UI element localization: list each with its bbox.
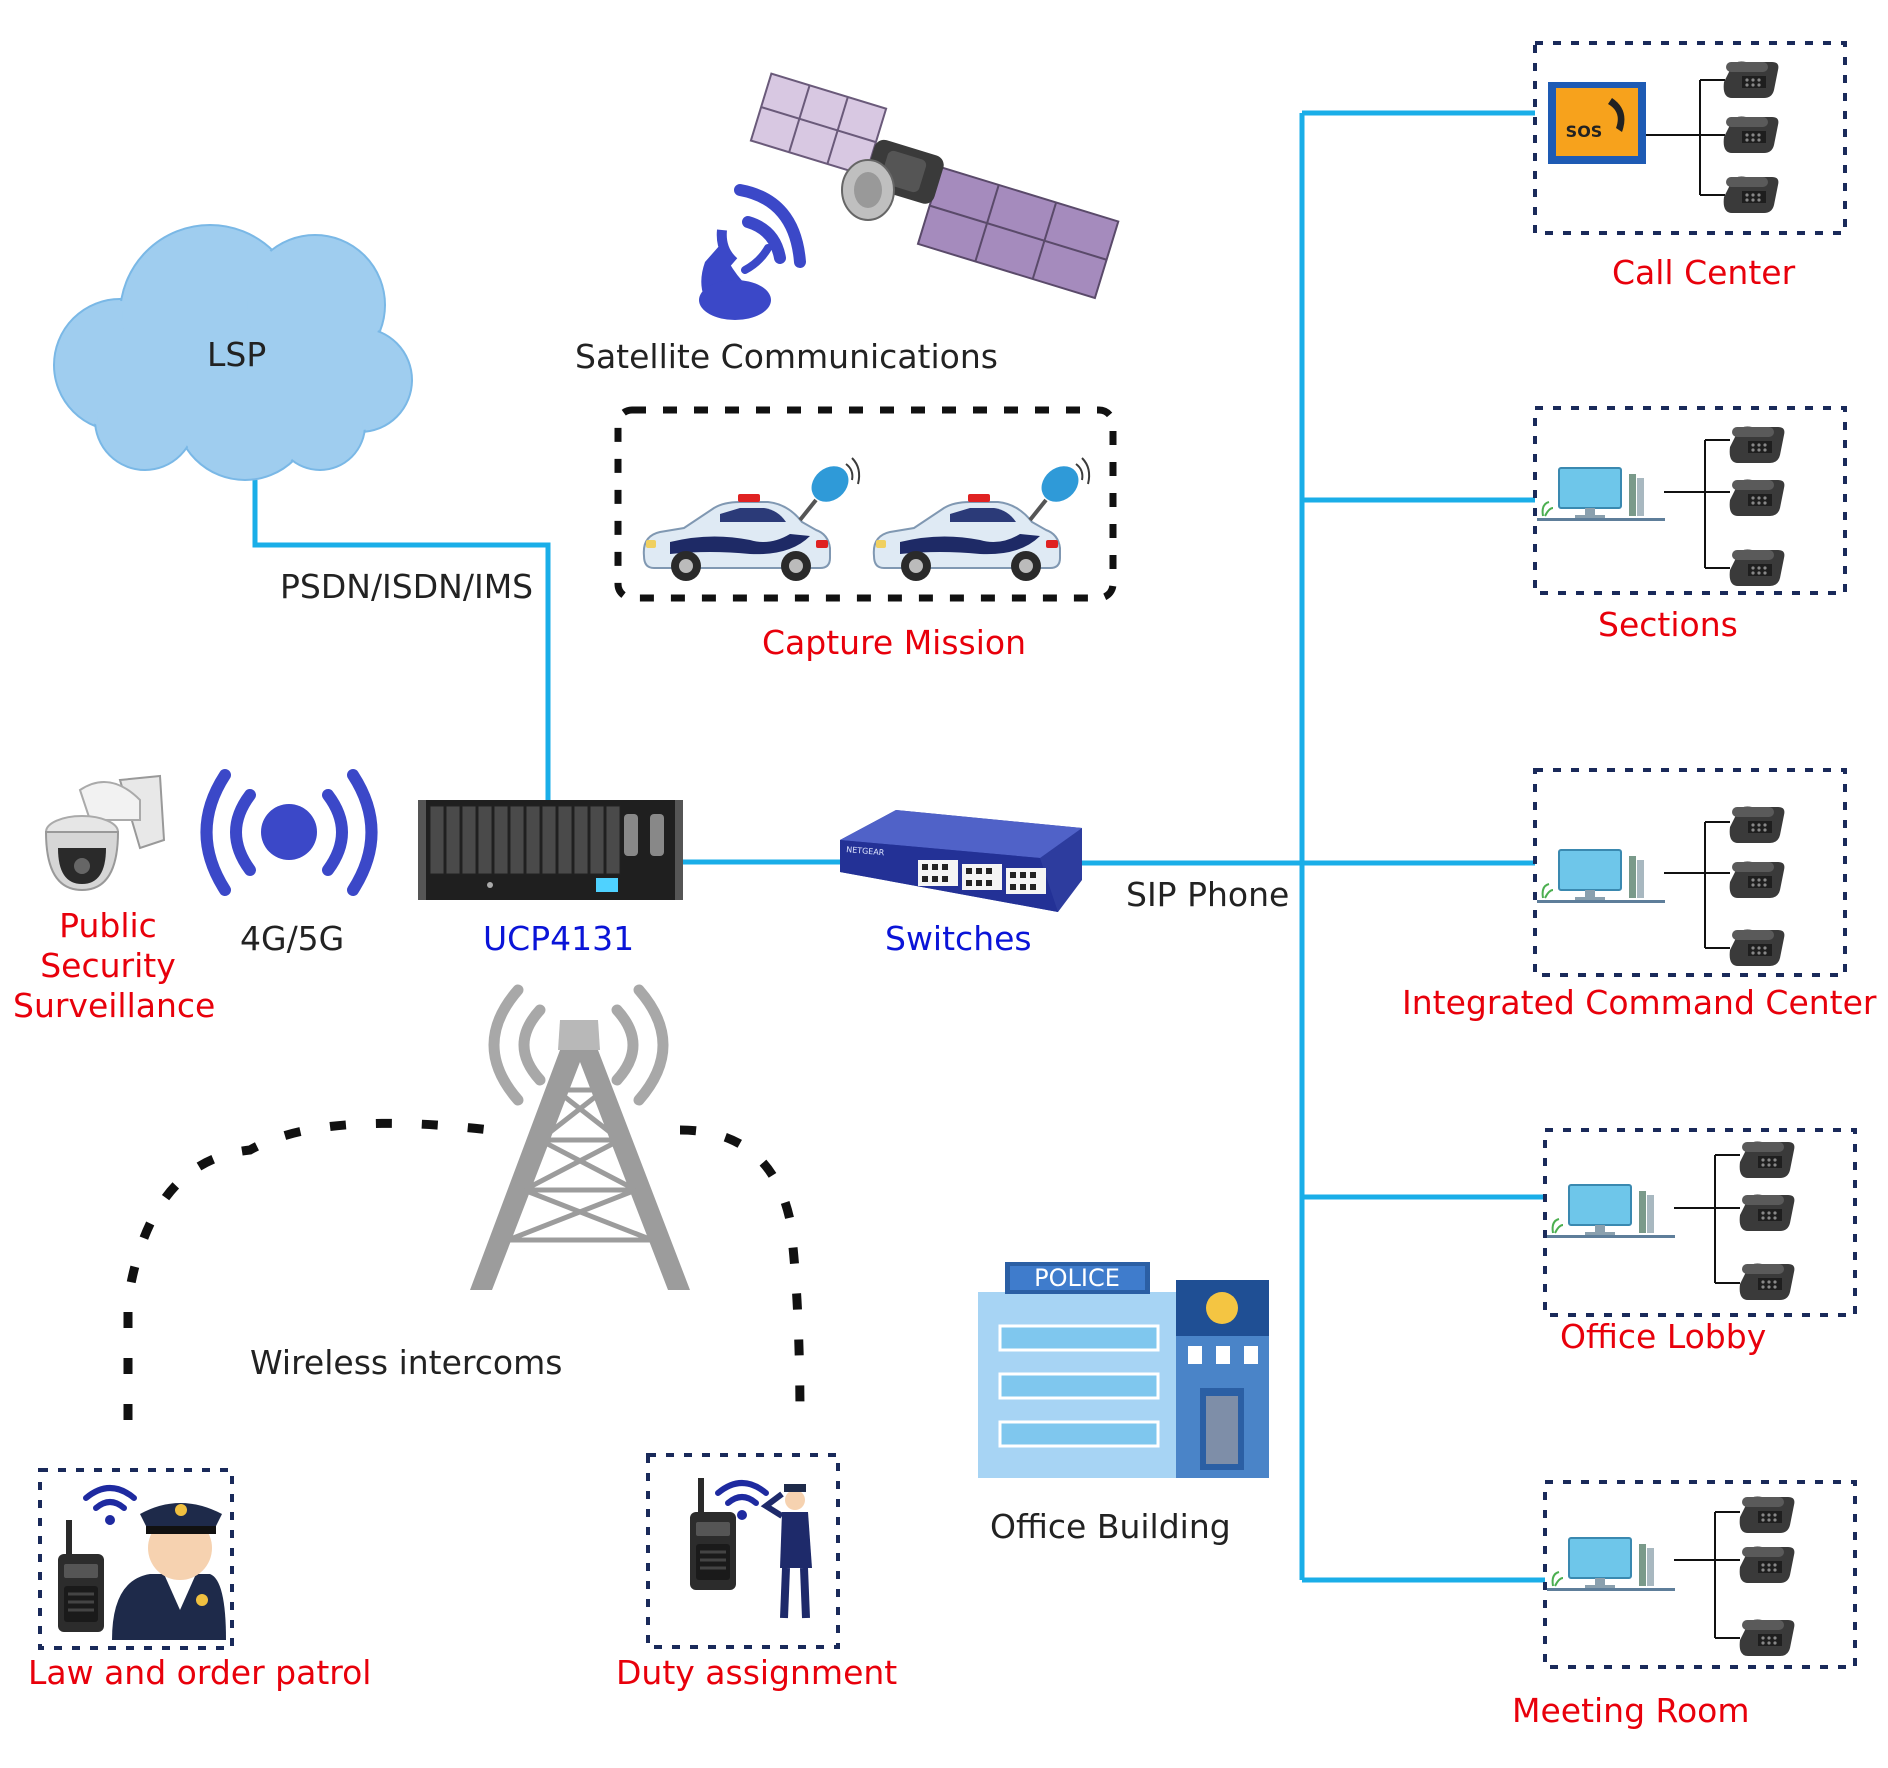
duty-label: Duty assignment	[616, 1653, 898, 1692]
police-officer-icon	[112, 1503, 226, 1640]
workstation-icon	[1536, 467, 1666, 522]
phone-connectors	[1646, 79, 1740, 1639]
workstation-icon	[1536, 849, 1666, 904]
wireless-label: Wireless intercoms	[250, 1343, 563, 1382]
desk-phone-icon	[1739, 1263, 1795, 1300]
meeting-room-box	[1543, 1480, 1857, 1669]
office-building-icon: POLICE	[978, 1262, 1269, 1478]
saluting-officer-icon	[760, 1484, 812, 1619]
desk-phone-icon	[1739, 1496, 1795, 1533]
desk-phone-icon	[1739, 1546, 1795, 1583]
desk-phone-icon	[1723, 116, 1779, 153]
meeting-room-label: Meeting Room	[1512, 1691, 1750, 1730]
lsp-label: LSP	[207, 335, 267, 374]
desk-phone-icon	[1723, 176, 1779, 213]
duty-box	[646, 1453, 840, 1649]
office-lobby-label: Office Lobby	[1560, 1317, 1767, 1356]
walkie-talkie-icon	[688, 1476, 738, 1592]
desk-phone-icon	[1729, 479, 1785, 516]
capture-mission-label: Capture Mission	[762, 623, 1026, 662]
police-sign-text: POLICE	[1034, 1264, 1120, 1292]
desk-phone-icon	[1729, 426, 1785, 463]
sos-icon: SOS	[1548, 82, 1646, 164]
cctv-camera-icon	[44, 774, 166, 892]
desk-phone-icon	[1729, 549, 1785, 586]
desk-phone-icon	[1729, 861, 1785, 898]
sip-phone-label: SIP Phone	[1126, 875, 1290, 914]
workstation-icon	[1546, 1184, 1676, 1239]
integrated-command-center-label: Integrated Command Center	[1402, 983, 1877, 1022]
network-switch-icon: NETGEAR	[840, 810, 1082, 912]
cellular-signal-icon	[200, 769, 378, 896]
switch-brand-text: NETGEAR	[846, 845, 885, 857]
satellite-dish-icon	[699, 184, 806, 320]
walkie-talkie-icon	[56, 1518, 106, 1634]
call-center-label: Call Center	[1612, 253, 1796, 292]
call-center-box	[1533, 41, 1847, 235]
capture-mission-box	[614, 406, 1117, 602]
desk-phone-icon	[1739, 1194, 1795, 1231]
wifi-signal-icon	[86, 1488, 134, 1525]
cellular-label: 4G/5G	[240, 919, 345, 958]
sections-box	[1533, 406, 1847, 595]
psdn-link-label: PSDN/ISDN/IMS	[280, 567, 534, 606]
patrol-box	[38, 1468, 234, 1650]
sections-label: Sections	[1598, 605, 1738, 644]
patrol-label: Law and order patrol	[28, 1653, 372, 1692]
switches-label: Switches	[885, 919, 1032, 958]
office-building-label: Office Building	[990, 1507, 1231, 1546]
police-car-2-icon	[871, 456, 1092, 583]
desk-phone-icon	[1739, 1619, 1795, 1656]
lsp-link	[252, 480, 551, 800]
links	[252, 110, 1545, 1583]
workstation-icon	[1546, 1537, 1676, 1592]
desk-phone-icon	[1723, 61, 1779, 98]
police-car-1-icon	[641, 456, 862, 583]
desk-phone-icon	[1729, 806, 1785, 843]
ucp4131-device-icon	[418, 800, 683, 900]
office-lobby-box	[1543, 1128, 1857, 1317]
integrated-command-center-box	[1533, 768, 1847, 977]
sos-text: SOS	[1566, 122, 1603, 141]
desk-phone-icon	[1739, 1141, 1795, 1178]
desk-phone-icon	[1729, 929, 1785, 966]
satellite-icon	[749, 72, 1120, 300]
radio-tower-icon	[470, 984, 690, 1290]
ucp-label: UCP4131	[483, 919, 635, 958]
satellite-label: Satellite Communications	[575, 337, 998, 376]
wireless-coverage-arc	[123, 1118, 805, 1421]
cctv-label: Public Security Surveillance	[13, 906, 216, 1025]
